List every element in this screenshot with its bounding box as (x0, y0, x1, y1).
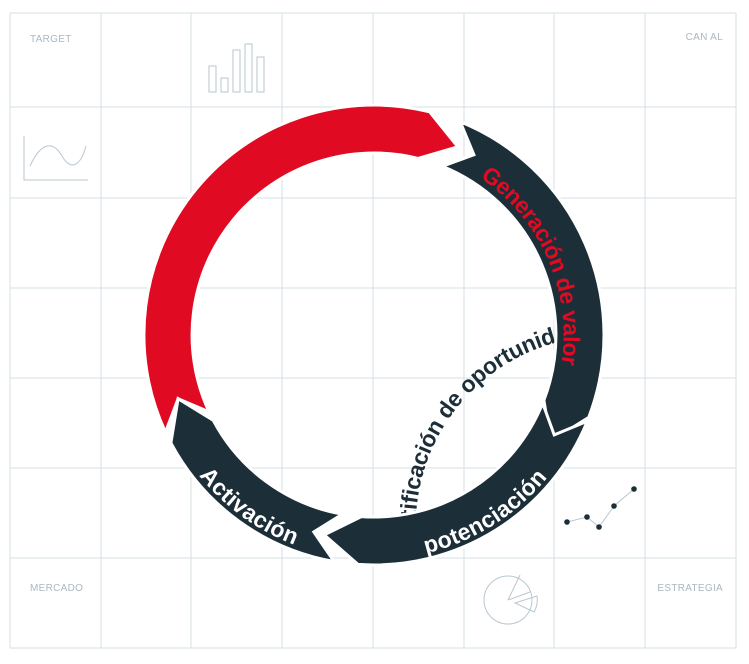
segment-label-identificacion: Identificación de oportunidades (0, 0, 570, 532)
scatter-dot (564, 519, 570, 525)
pie-chart-icon (483, 574, 538, 625)
corner-label-canal: CAN AL (685, 32, 723, 43)
cycle-segments: Identificación de oportunidadesGeneració… (0, 0, 606, 567)
corner-label-estrategia: ESTRATEGIA (657, 583, 723, 594)
scatter-dot (596, 524, 602, 530)
segment-label-text: Identificación de oportunidades (0, 0, 570, 532)
corner-label-target: TARGET (30, 34, 72, 45)
bar-chart-icon (208, 43, 265, 93)
corner-label-mercado: MERCADO (30, 583, 84, 594)
wave-chart-icon (23, 136, 88, 181)
scatter-dot (584, 514, 590, 520)
background-grid (9, 12, 737, 649)
scatter-dot (631, 486, 637, 492)
scatter-dot (611, 503, 617, 509)
segment-activacion (169, 396, 347, 564)
segment-identificacion (142, 103, 461, 437)
scatter-trend-icon (564, 486, 637, 530)
segment-potenciacion (321, 399, 591, 567)
